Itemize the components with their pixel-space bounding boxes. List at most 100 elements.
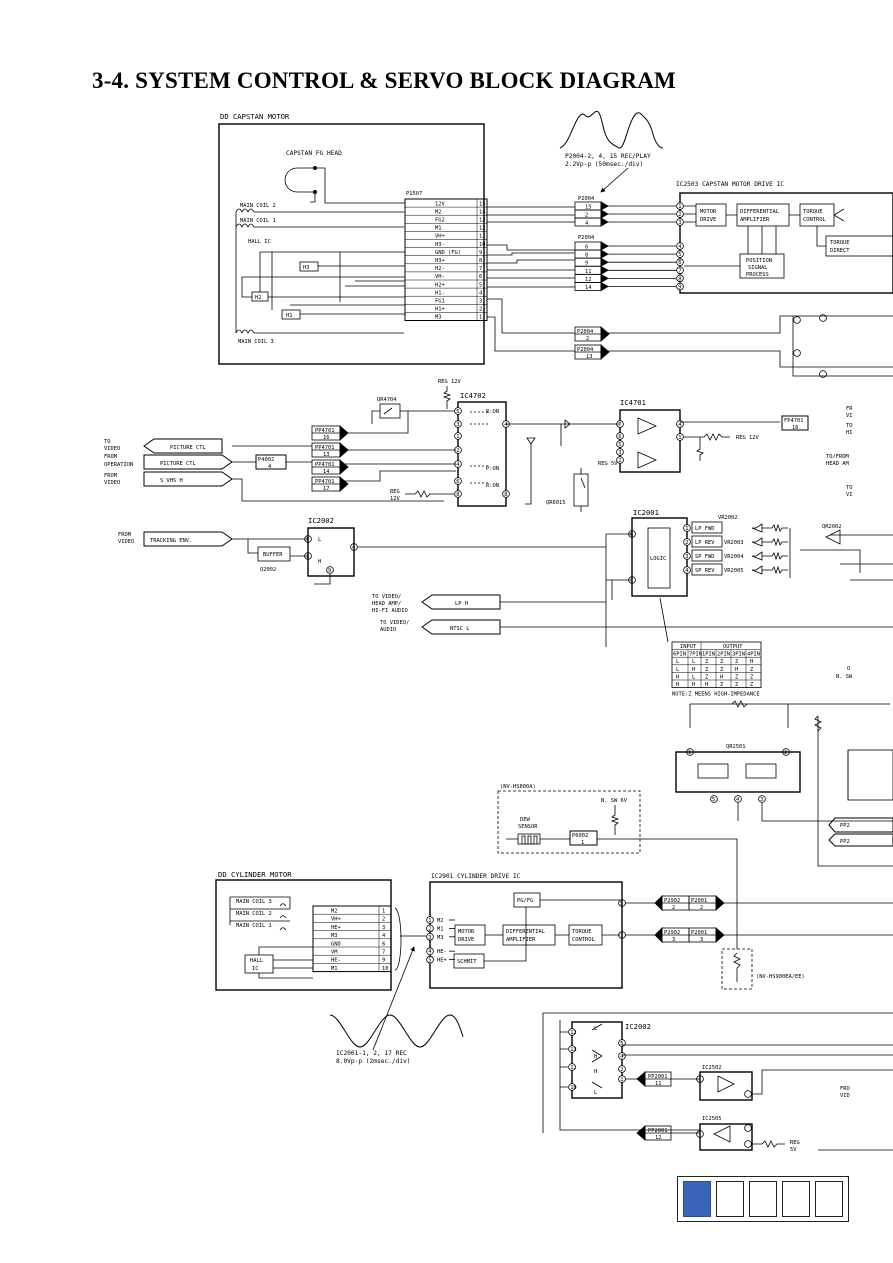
waveform-bottom-line1: IC2001-1, 2, 17 REC [336,1050,407,1057]
ic2901-motor-drive-1: MOTOR [458,929,475,935]
ic4702-p-on: P:ON [486,466,499,472]
ic4702-r-on-2: R:ON [486,483,499,489]
p1507-pin-num: 6 [479,274,482,280]
p6002-label: P6002 [572,833,588,839]
ic2001-row-label: SP REV [695,568,715,574]
ic4702-pin: 6 [456,479,459,485]
p2004-b-pin: 9 [585,261,588,267]
lp-h-label: LP H [455,601,468,607]
cyl-coil-1: MAIN COIL 1 [236,923,272,929]
svg-text:H: H [318,559,321,565]
cyl-coil-2: MAIN COIL 2 [236,911,272,917]
page-thumbnail[interactable] [716,1181,744,1217]
truth-cell: H [705,682,708,688]
page-thumbnail[interactable] [749,1181,777,1217]
dew-sensor-section: (NV-HS800A) N. SW 6V DEW SENSOR P6002 1 [497,784,738,949]
ic2503-pin-b: 5 [678,252,681,258]
truth-cell: H [720,674,723,680]
to-video-audio-2: AUDIO [380,627,396,633]
ic2002b-l2: L [594,1090,597,1096]
p1507-pin-name: M1 [435,226,442,232]
ic2503-pin-b: 6 [678,260,681,266]
ic2001-label: IC2001 [633,508,659,517]
p1507-pin-num: 9 [479,250,482,256]
ic2002-label-top: IC2002 [308,516,334,525]
p6002-num: 1 [581,840,584,846]
p2902-label: P2902 [664,930,680,936]
page-title: 3-4. SYSTEM CONTROL & SERVO BLOCK DIAGRA… [92,68,676,93]
truth-cell: Z [735,659,739,665]
ic2503-torque-1: TORQUE [803,209,822,215]
ic2001-pin: 1 [685,526,688,532]
p1507-pin-name: M2 [435,209,442,215]
ic2901-in-pin: 4 [428,949,431,955]
truth-cell: H [692,682,695,688]
p1507-pin-num: 14 [479,209,486,215]
right-edge-labels: FR VI TO HI TO/FROM HEAD AM TO VI O N. S… [826,406,893,1099]
ic2901-in-pin: 1 [428,918,431,924]
right-fro: FRO [840,1086,850,1092]
ic2001-pin: 3 [685,554,688,560]
p2004-label-a: P2004 [578,196,594,202]
ic2901-in-pin: 5 [428,958,431,964]
ic2901-diff-amp-2: AMPLIFIER [506,937,536,943]
ic2001-row-label: SP FWD [695,554,714,560]
svg-text:4: 4 [736,797,739,803]
page-thumbnail[interactable] [683,1181,711,1217]
p1507-pin-name: H1+ [435,307,445,313]
p2004-c-pin: 2 [586,336,589,342]
p2004-a-pin: 15 [585,205,592,211]
ic2901-input-label: HE- [437,949,447,955]
truth-col-header: 3PIN [732,652,745,658]
ic2901-input-label: HE+ [437,958,447,964]
hall-ic-label: HALL IC [248,239,271,245]
ic2001-pin: 2 [685,540,688,546]
cyl-pin-name: VH+ [331,917,341,923]
ic2503-position-3: PROCESS [746,272,769,278]
torque-direct-1: TORQUE [830,240,849,246]
pp4701-3-num: 17 [323,486,330,492]
cyl-pin-name: HE- [331,958,341,964]
ntsc-label: NTSC L [450,626,469,632]
svg-text:7: 7 [630,578,633,584]
p1507-pin-num: 5 [479,282,482,288]
ic2002-label-bottom: IC2002 [625,1022,651,1031]
cyl-pin-num: 6 [382,941,385,947]
svg-text:3: 3 [306,554,309,560]
p1507-pin-name: FG1 [435,299,445,305]
from-operation-1: FROM [104,454,118,460]
p2004-c-label: P2004 [577,329,593,335]
pp4701-3-label: PP4701 [315,479,334,485]
p2001-label: P2001 [691,930,707,936]
fp4701-num: 16 [792,425,799,431]
ic2002-b-pin: 13 [570,1047,577,1053]
svg-text:9: 9 [328,568,331,574]
capstan-fg-head-label: CAPSTAN FG HEAD [286,150,342,157]
buffer-label: BUFFER [263,552,283,558]
pp4701-1-label: PP4701 [315,445,334,451]
right-fr: FR [846,406,853,412]
truth-cell: L [676,667,679,673]
ic4701-pin: 4 [678,422,681,428]
from-video-2: VIDEO [104,480,120,486]
page-thumbnail[interactable] [782,1181,810,1217]
p1507-pin-name: H3+ [435,258,445,264]
pp4701-0-label: PP4701 [315,428,334,434]
ic2002b-h1: H [594,1054,597,1060]
ic2002-b-pin: 5 [620,1041,623,1047]
right-vi: VI [846,413,853,419]
page-thumbnail[interactable] [815,1181,843,1217]
ic2901-in-pin: 3 [428,935,431,941]
ic4701-pin: 1 [678,435,681,441]
waveform-top-line2: 2.2Vp-p (50msec./div) [565,161,643,168]
p2004-b-pin: 14 [585,285,592,291]
